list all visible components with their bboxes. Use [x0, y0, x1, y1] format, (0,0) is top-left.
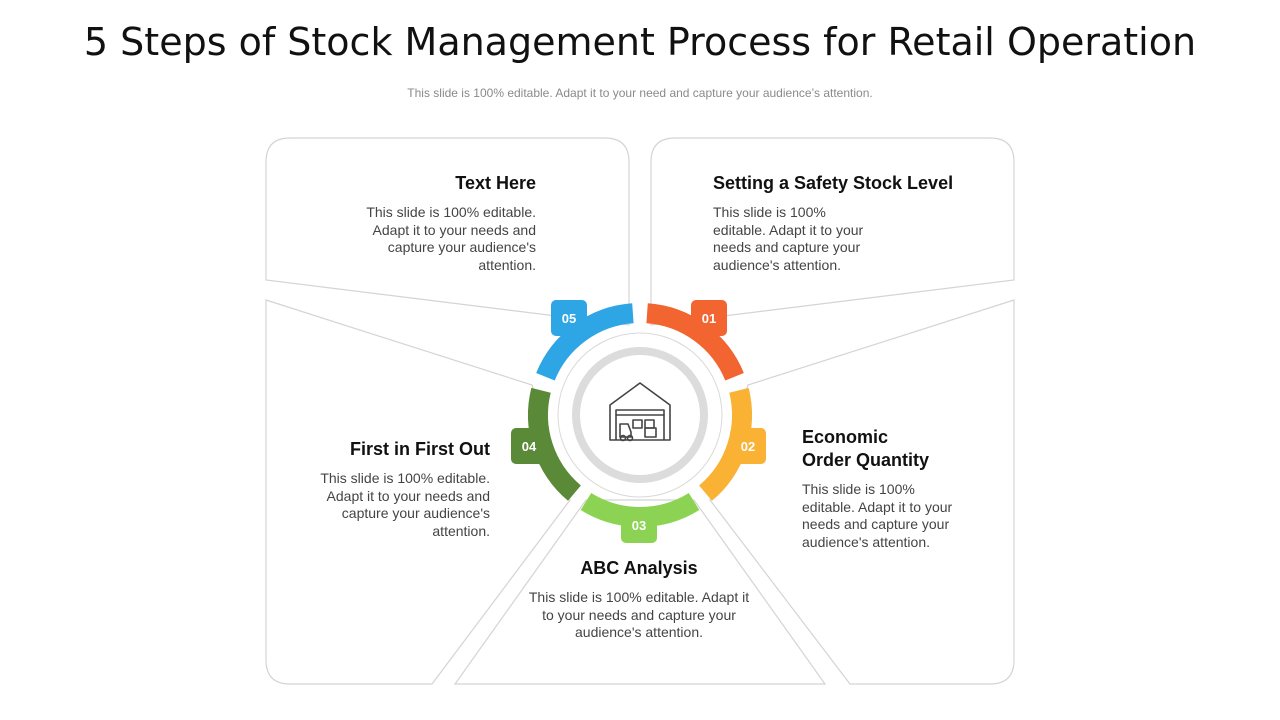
panel-03	[453, 499, 827, 685]
step-badge-02: 02	[730, 428, 766, 464]
step-block-02: Economic Order Quantity This slide is 10…	[802, 426, 967, 551]
step-block-05: Text Here This slide is 100% editable. A…	[356, 172, 536, 274]
page-title: 5 Steps of Stock Management Process for …	[83, 20, 1197, 64]
step-text-05: This slide is 100% editable. Adapt it to…	[366, 204, 536, 273]
panel-02	[709, 299, 1015, 685]
warehouse-icon	[609, 382, 671, 442]
step-badge-01: 01	[691, 300, 727, 336]
step-badge-05: 05	[551, 300, 587, 336]
inner-thin-ring	[557, 332, 723, 498]
step-text-04: This slide is 100% editable. Adapt it to…	[320, 470, 490, 539]
step-badge-04: 04	[511, 428, 547, 464]
panel-01	[650, 137, 1015, 326]
step-heading-04: First in First Out	[349, 439, 490, 459]
step-text-03: This slide is 100% editable. Adapt it to…	[528, 589, 750, 640]
step-block-04: First in First Out This slide is 100% ed…	[320, 438, 490, 540]
step-heading-03: ABC Analysis	[580, 558, 698, 578]
step-heading-01: Setting a Safety Stock Level	[713, 173, 954, 193]
page-subtitle: This slide is 100% editable. Adapt it to…	[407, 86, 873, 100]
step-block-01: Setting a Safety Stock Level This slide …	[713, 172, 983, 274]
step-heading-05: Text Here	[455, 173, 536, 193]
step-heading-02: Economic Order Quantity	[802, 427, 930, 470]
panel-05	[265, 137, 630, 326]
panel-04	[265, 299, 571, 685]
step-text-01: This slide is 100% editable. Adapt it to…	[713, 204, 864, 273]
step-badge-03: 03	[621, 507, 657, 543]
step-text-02: This slide is 100% editable. Adapt it to…	[802, 481, 953, 550]
step-block-03: ABC Analysis This slide is 100% editable…	[525, 557, 753, 642]
